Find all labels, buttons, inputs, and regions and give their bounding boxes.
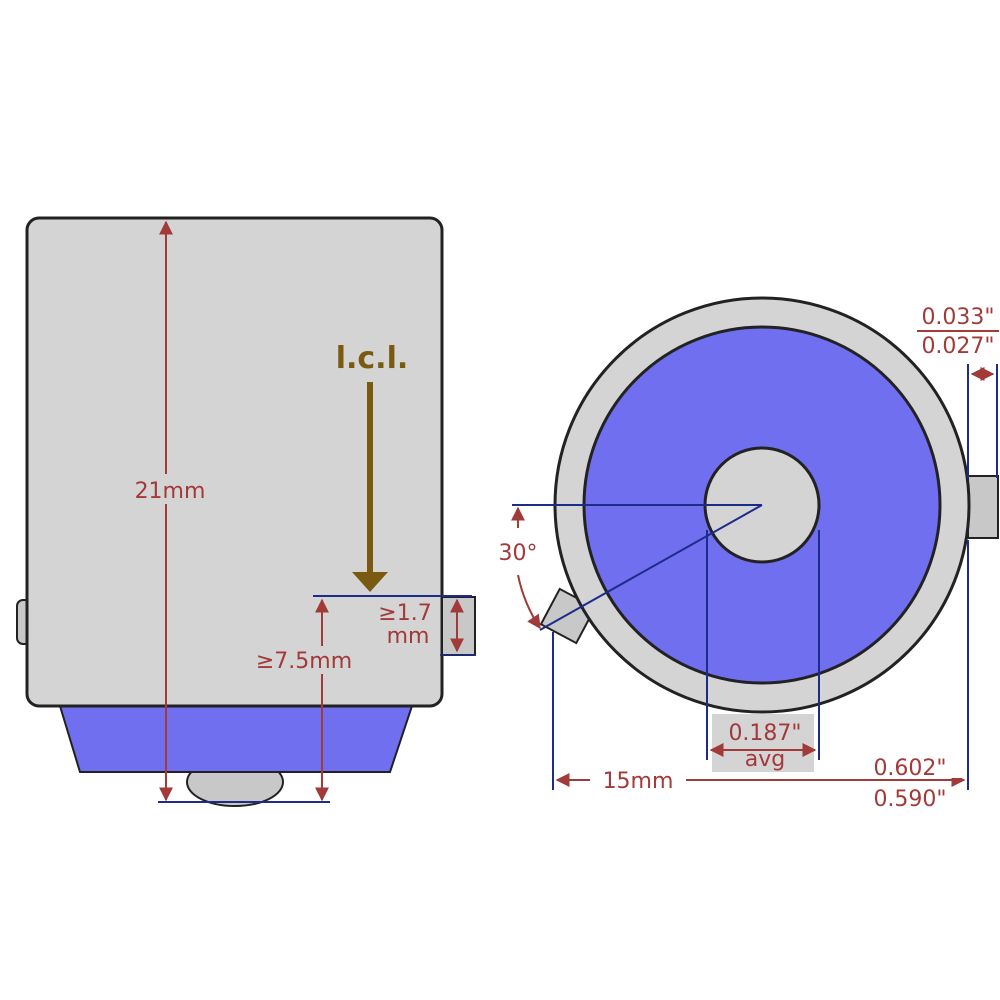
angle-label: 30° xyxy=(499,541,538,566)
contact-dim-label: 0.187" xyxy=(728,721,801,746)
min-height-label: ≥7.5mm xyxy=(256,649,352,674)
end-view: 30° 0.187" avg 15mm 0.602" 0.590" 0.033"… xyxy=(499,296,999,812)
side-body xyxy=(25,216,444,708)
angle-arc xyxy=(517,574,541,630)
height-label: 21mm xyxy=(135,479,206,504)
lcl-arrow-head xyxy=(352,572,388,592)
diameter-in-max-label: 0.602" xyxy=(873,756,946,781)
pin-in-min-label: 0.027" xyxy=(921,334,994,359)
contact-dim-sublabel: avg xyxy=(745,747,785,772)
lcl-label: l.c.l. xyxy=(336,341,409,376)
angle-diagonal-line xyxy=(539,504,763,631)
pin-gap-label-bottom: mm xyxy=(387,624,430,649)
end-right-pin xyxy=(967,475,999,539)
diameter-in-min-label: 0.590" xyxy=(873,787,946,812)
diameter-mm-label: 15mm xyxy=(603,769,674,794)
pin-gap-label-top: ≥1.7 xyxy=(378,601,431,626)
side-view: 21mm l.c.l. ≥1.7 mm ≥7.5mm xyxy=(16,216,476,807)
side-right-pin xyxy=(441,596,476,656)
pin-in-max-label: 0.033" xyxy=(921,305,994,330)
side-base xyxy=(58,705,414,773)
